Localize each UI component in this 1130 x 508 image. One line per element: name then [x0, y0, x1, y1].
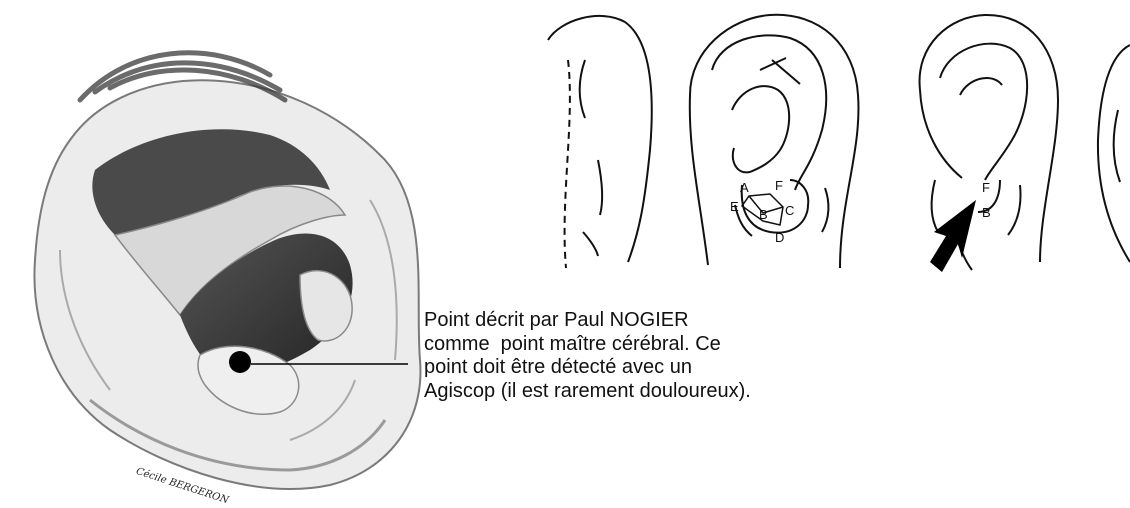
- master-cerebral-point-marker: [229, 351, 251, 373]
- point-label-B: B: [759, 207, 768, 222]
- line-ear-1: [548, 16, 652, 268]
- caption-line: comme point maître cérébral. Ce: [424, 333, 864, 357]
- ear-2-point-labels: A F E B C D: [730, 178, 794, 245]
- point-label-E: E: [730, 199, 739, 214]
- point-label-F: F: [982, 180, 990, 195]
- line-ear-4: [1098, 45, 1130, 262]
- point-label-F: F: [775, 178, 783, 193]
- point-description-caption: Point décrit par Paul NOGIER comme point…: [424, 309, 864, 403]
- point-label-B: B: [982, 205, 991, 220]
- shaded-ear-drawing: [34, 53, 420, 489]
- point-label-D: D: [775, 230, 784, 245]
- point-label-A: A: [740, 180, 749, 195]
- caption-line: Point décrit par Paul NOGIER: [424, 309, 864, 333]
- point-label-C: C: [785, 203, 794, 218]
- caption-line: point doit être détecté avec un: [424, 356, 864, 380]
- ear-3-point-labels: F B: [982, 180, 991, 220]
- arrow-icon: [930, 200, 976, 272]
- caption-line: Agiscop (il est rarement douloureux).: [424, 380, 864, 404]
